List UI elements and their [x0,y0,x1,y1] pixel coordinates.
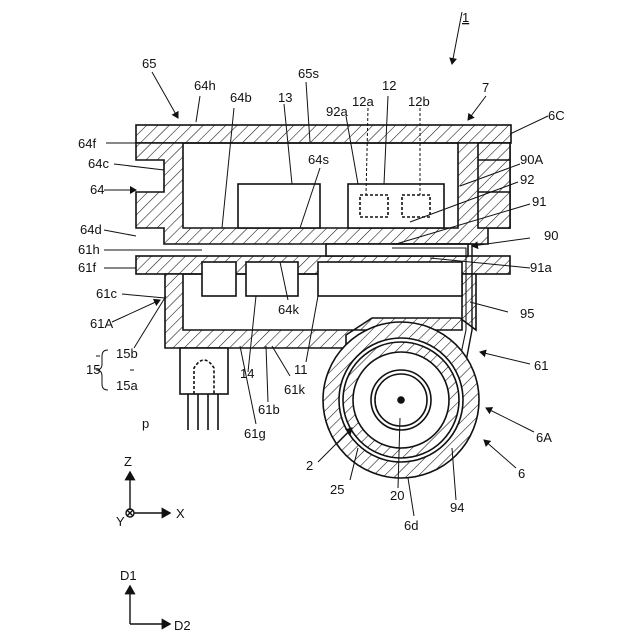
label-90: 90 [544,228,558,243]
connector-15 [180,348,228,394]
label-95: 95 [520,306,534,321]
label-90A: 90A [520,152,543,167]
label-61c: 61c [96,286,117,301]
axis-y-label: Y [116,514,125,529]
label-64d: 64d [80,222,102,237]
wire-p [188,394,218,430]
component-64k [246,262,298,296]
label-6C: 6C [548,108,565,123]
label-12: 12 [382,78,396,93]
label-6d: 6d [404,518,418,533]
label-61h: 61h [78,242,100,257]
label-p: p [142,416,149,431]
label-64f: 64f [78,136,96,151]
label-15a: 15a [116,378,138,393]
axis-center [398,397,404,403]
label-12b: 12b [408,94,430,109]
axis-d2-label: D2 [174,618,191,633]
label-15b: 15b [116,346,138,361]
label-61g: 61g [244,426,266,441]
label-61: 61 [534,358,548,373]
label-14: 14 [240,366,254,381]
component-61k-a [202,262,236,296]
component-12 [348,184,444,228]
label-64b: 64b [230,90,252,105]
label-6A: 6A [536,430,552,445]
top-plate-7 [136,125,511,143]
label-94: 94 [450,500,464,515]
axis-z-label: Z [124,454,132,469]
label-13: 13 [278,90,292,105]
label-64s: 64s [308,152,329,167]
label-65s: 65s [298,66,319,81]
label-6: 6 [518,466,525,481]
label-20: 20 [390,488,404,503]
label-64k: 64k [278,302,299,317]
figure-number: 1 [462,10,469,25]
label-61k: 61k [284,382,305,397]
label-92a: 92a [326,104,348,119]
label-11: 11 [294,362,308,377]
label-91a: 91a [530,260,552,275]
axis-x-label: X [176,506,185,521]
label-65: 65 [142,56,156,71]
label-61b: 61b [258,402,280,417]
label-92: 92 [520,172,534,187]
label-64h: 64h [194,78,216,93]
label-64c: 64c [88,156,109,171]
board-91 [326,244,468,256]
label-7: 7 [482,80,489,95]
axis-d1-label: D1 [120,568,137,583]
label-12a: 12a [352,94,374,109]
label-2: 2 [306,458,313,473]
label-61A: 61A [90,316,113,331]
label-61f: 61f [78,260,96,275]
label-91: 91 [532,194,546,209]
label-64: 64 [90,182,104,197]
label-25: 25 [330,482,344,497]
component-11 [318,262,462,296]
